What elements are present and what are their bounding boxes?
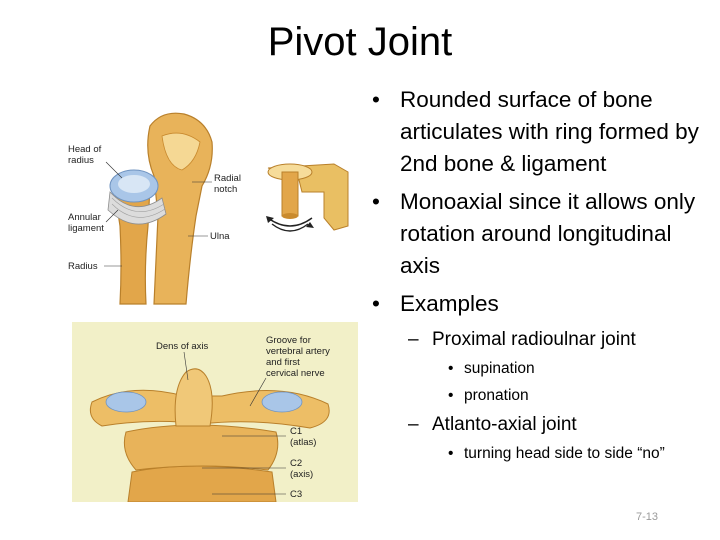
label-head-of-radius-2: radius	[68, 155, 94, 166]
pivot-schematic	[266, 163, 349, 232]
dens-of-axis	[174, 368, 213, 427]
sub-bullet-atlanto-axial: Atlanto-axial joint	[372, 411, 712, 438]
label-head-of-radius-1: Head of	[68, 144, 102, 155]
label-groove-3: and first	[266, 357, 300, 368]
label-annular-1: Annular	[68, 212, 101, 223]
page-number: 7-13	[636, 511, 659, 523]
label-c2-sub: (axis)	[290, 469, 313, 480]
bullet-examples: Examples	[372, 288, 712, 320]
label-radius: Radius	[68, 261, 98, 272]
annular-ligament	[107, 191, 167, 225]
label-ulna: Ulna	[210, 231, 230, 242]
label-c2: C2	[290, 458, 302, 469]
sub-sub-bullet-supination: supination	[372, 357, 712, 380]
label-c1-sub: (atlas)	[290, 437, 316, 448]
label-groove-2: vertebral artery	[266, 346, 330, 357]
c3-vertebra	[127, 465, 277, 502]
slide-title: Pivot Joint	[267, 20, 453, 64]
sub-sub-bullet-pronation: pronation	[372, 384, 712, 407]
bullet-monoaxial: Monoaxial since it allows only rotation …	[372, 186, 712, 282]
sub-sub-bullet-turning-head: turning head side to side “no”	[372, 442, 712, 465]
atlanto-axial-figure: Dens of axis Groove for vertebral artery…	[72, 322, 358, 502]
bullet-rounded-surface: Rounded surface of bone articulates with…	[372, 84, 712, 180]
elbow-pivot-figure: Head of radius Radial notch Annular liga…	[68, 112, 349, 305]
sub-bullet-radioulnar: Proximal radioulnar joint	[372, 326, 712, 353]
label-c1: C1	[290, 426, 302, 437]
c2-vertebra	[123, 424, 279, 471]
label-groove-1: Groove for	[266, 335, 311, 346]
bullet-list: Rounded surface of bone articulates with…	[372, 84, 712, 469]
label-groove-4: cervical nerve	[266, 368, 325, 379]
label-dens: Dens of axis	[156, 341, 209, 352]
label-annular-2: ligament	[68, 223, 104, 234]
label-radial-notch-1: Radial	[214, 173, 241, 184]
label-c3: C3	[290, 489, 302, 500]
label-radial-notch-2: notch	[214, 184, 237, 195]
